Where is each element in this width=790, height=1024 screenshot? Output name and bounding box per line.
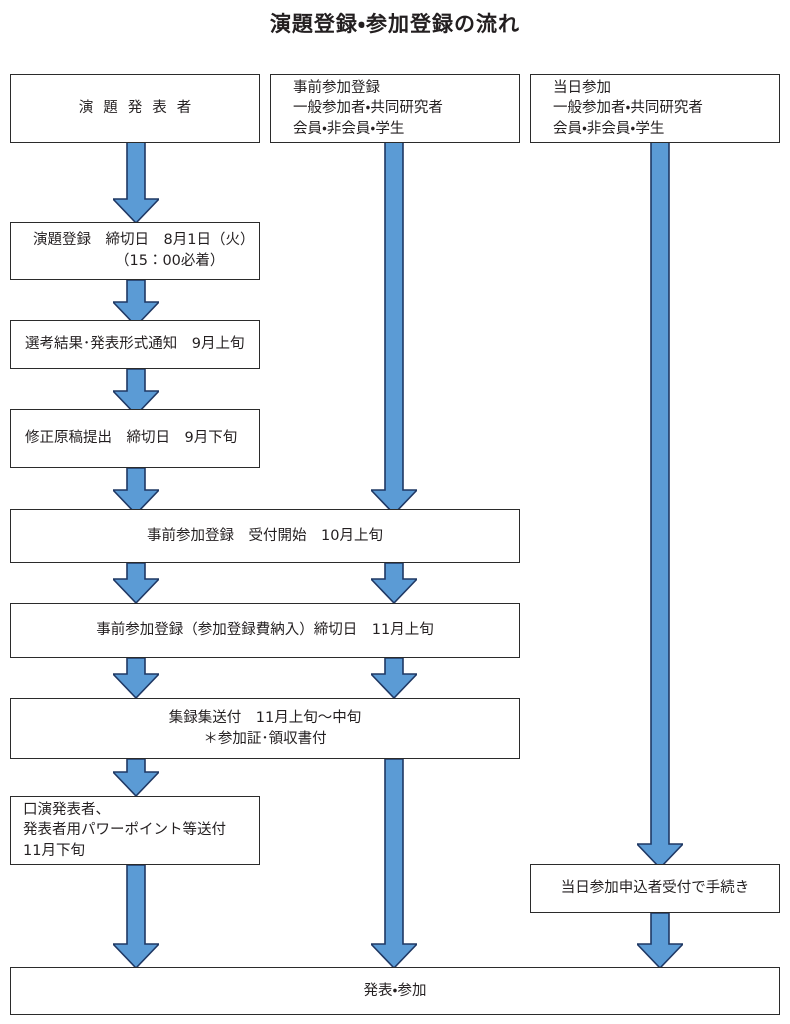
node-oral-presenter-line1: 口演発表者、: [23, 801, 110, 818]
arrow-advancedeadline-to-proceedings-left: [113, 658, 159, 698]
node-sameday-desk-line1: 当日参加申込者受付で手続き: [560, 880, 750, 897]
node-abstract-deadline-line1: 演題登録 締切日 8月1日（火）: [33, 232, 255, 249]
node-presenter-line1: 演題発表者: [78, 100, 202, 117]
arrow-presenter-to-abstract: [113, 141, 159, 223]
node-oral-presenter[interactable]: 口演発表者、 発表者用パワーポイント等送付 11月下旬: [10, 796, 260, 865]
node-selection-result[interactable]: 選考結果･発表形式通知 9月上旬: [10, 320, 260, 369]
node-sameday-desk[interactable]: 当日参加申込者受付で手続き: [530, 864, 780, 913]
node-revised-manuscript-line1: 修正原稿提出 締切日 9月下旬: [25, 430, 238, 447]
arrow-revised-to-advanceopen: [113, 468, 159, 514]
node-abstract-deadline[interactable]: 演題登録 締切日 8月1日（火） （15：00必着）: [10, 222, 260, 280]
node-advance-deadline-line1: 事前参加登録（参加登録費納入）締切日 11月上旬: [96, 622, 434, 639]
node-oral-presenter-line2: 発表者用パワーポイント等送付: [23, 822, 226, 839]
node-oral-presenter-line3: 11月下旬: [23, 842, 85, 859]
node-sameday-registration-line1: 当日参加: [553, 79, 611, 96]
node-sameday-registration-line3: 会員・非会員・学生: [553, 120, 665, 137]
node-advance-open-line1: 事前参加登録 受付開始 10月上旬: [147, 527, 383, 544]
node-presenter[interactable]: 演題発表者: [10, 74, 260, 143]
arrow-advanceopen-to-advancedeadline-mid: [371, 563, 417, 603]
node-advance-open[interactable]: 事前参加登録 受付開始 10月上旬: [10, 509, 520, 563]
node-revised-manuscript[interactable]: 修正原稿提出 締切日 9月下旬: [10, 409, 260, 468]
arrow-oralpresenter-to-final: [113, 865, 159, 968]
arrow-abstract-to-selection: [113, 280, 159, 326]
node-abstract-deadline-line2: （15：00必着）: [115, 253, 225, 269]
node-final-line1: 発表・参加: [363, 982, 427, 999]
arrow-samedayreg-to-samedaydesk: [637, 141, 683, 868]
node-advance-deadline[interactable]: 事前参加登録（参加登録費納入）締切日 11月上旬: [10, 603, 520, 658]
node-proceedings-shipping-line2: ＊参加証･領収書付: [203, 730, 327, 747]
node-selection-result-line1: 選考結果･発表形式通知 9月上旬: [25, 336, 245, 353]
node-advance-registration-line2: 一般参加者・共同研究者: [293, 100, 443, 117]
arrow-proceedings-to-final-mid: [371, 759, 417, 968]
arrow-proceedings-to-oralpresenter: [113, 759, 159, 796]
node-advance-registration-line1: 事前参加登録: [293, 79, 380, 96]
arrow-advanceopen-to-advancedeadline-left: [113, 563, 159, 603]
arrow-samedaydesk-to-final: [637, 913, 683, 968]
node-proceedings-shipping[interactable]: 集録集送付 11月上旬〜中旬 ＊参加証･領収書付: [10, 698, 520, 759]
arrow-advancereg-to-advanceopen: [371, 141, 417, 514]
arrow-advancedeadline-to-proceedings-mid: [371, 658, 417, 698]
node-final[interactable]: 発表・参加: [10, 967, 780, 1015]
node-proceedings-shipping-line1: 集録集送付 11月上旬〜中旬: [168, 709, 362, 726]
node-sameday-registration-line2: 一般参加者・共同研究者: [553, 100, 703, 117]
node-advance-registration-line3: 会員・非会員・学生: [293, 120, 405, 137]
page-title: 演題登録・参加登録の流れ: [269, 12, 521, 36]
node-sameday-registration[interactable]: 当日参加 一般参加者・共同研究者 会員・非会員・学生: [530, 74, 780, 143]
arrow-selection-to-revised: [113, 369, 159, 415]
node-advance-registration[interactable]: 事前参加登録 一般参加者・共同研究者 会員・非会員・学生: [270, 74, 520, 143]
